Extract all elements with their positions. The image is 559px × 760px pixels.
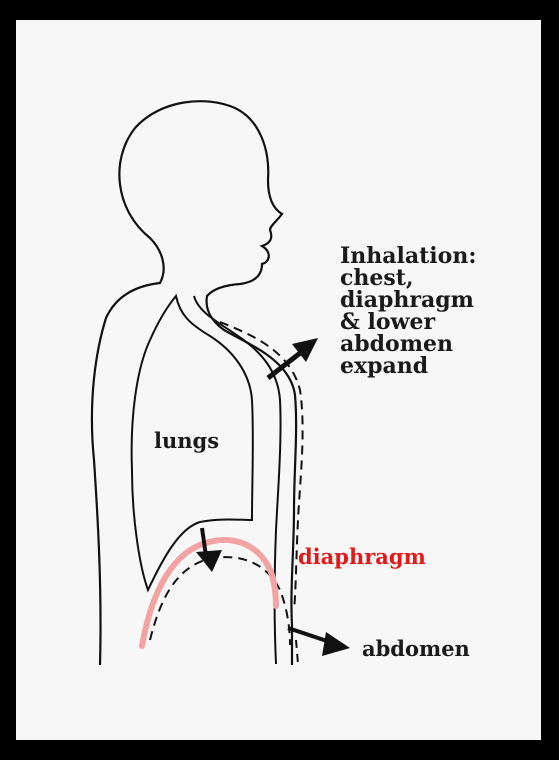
inhalation-line-6: expand bbox=[340, 355, 476, 377]
diaphragm-arrow bbox=[196, 528, 222, 572]
expanded-abdomen-dashed bbox=[296, 640, 298, 664]
expanded-chest-dashed bbox=[220, 322, 303, 610]
abdomen-arrow bbox=[288, 628, 350, 656]
inhalation-line-4: & lower bbox=[340, 311, 476, 333]
lungs-label: lungs bbox=[154, 428, 219, 453]
trachea-line bbox=[194, 296, 281, 664]
inhalation-line-1: Inhalation: bbox=[340, 245, 476, 267]
inhalation-line-2: chest, bbox=[340, 267, 476, 289]
body-outline bbox=[92, 101, 296, 665]
inhalation-line-5: abdomen bbox=[340, 333, 476, 355]
inhalation-caption: Inhalation: chest, diaphragm & lower abd… bbox=[340, 245, 476, 377]
diaphragm-label: diaphragm bbox=[298, 544, 426, 569]
inhalation-line-3: diaphragm bbox=[340, 289, 476, 311]
abdomen-label: abdomen bbox=[362, 636, 470, 661]
